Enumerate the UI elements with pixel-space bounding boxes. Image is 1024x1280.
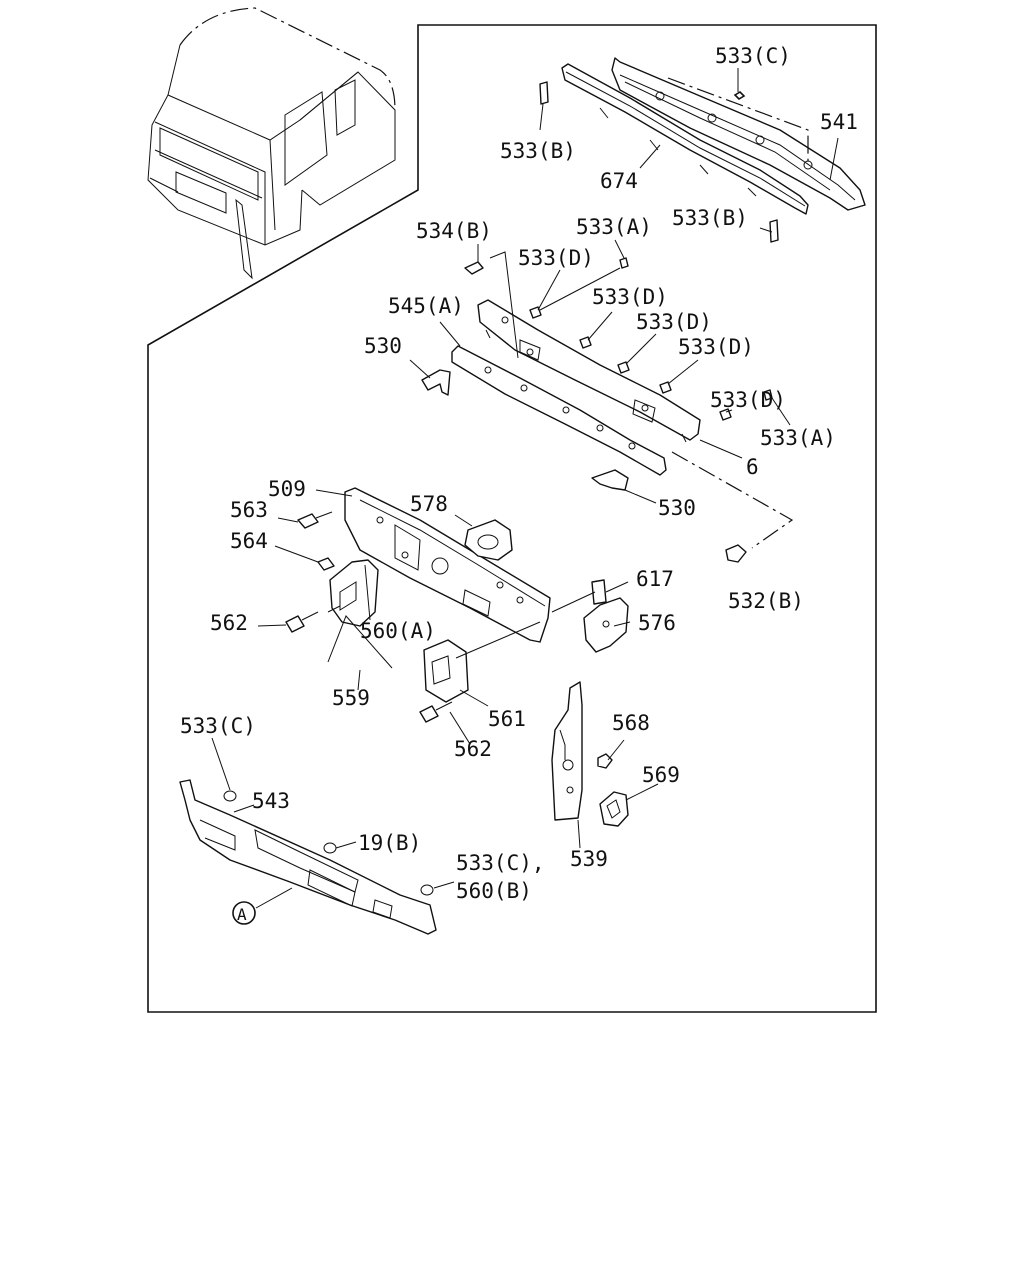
label-530-right: 530 [658, 496, 696, 520]
label-530-left: 530 [364, 334, 402, 358]
label-562-left: 562 [210, 611, 248, 635]
label-578: 578 [410, 492, 448, 516]
label-560a: 560(A) [360, 619, 436, 643]
reference-marker-a [232, 901, 256, 925]
label-533c-left: 533(C) [180, 714, 256, 738]
label-563: 563 [230, 498, 268, 522]
label-533c-560b-line2: 560(B) [456, 879, 532, 903]
part-617-576-bracket [583, 579, 629, 653]
leader-lines [211, 68, 839, 909]
label-559: 559 [332, 686, 370, 710]
label-6: 6 [746, 455, 759, 479]
label-543: 543 [252, 789, 290, 813]
truck-cab-illustration [147, 7, 396, 280]
part-530-clip-right [591, 469, 629, 491]
label-533d-3: 533(D) [636, 310, 712, 334]
label-561: 561 [488, 707, 526, 731]
part-545a-molding [451, 345, 667, 476]
label-562-bottom: 562 [454, 737, 492, 761]
part-labels: 533(C) 541 533(B) 674 533(B) 534(B) 533(… [180, 44, 858, 924]
label-569: 569 [642, 763, 680, 787]
part-568-569 [597, 753, 629, 827]
label-19b: 19(B) [358, 831, 421, 855]
label-539: 539 [570, 847, 608, 871]
label-674: 674 [600, 169, 638, 193]
label-541: 541 [820, 110, 858, 134]
label-532b: 532(B) [728, 589, 804, 613]
part-6-bracket [477, 299, 701, 443]
label-533b-right: 533(B) [672, 206, 748, 230]
label-533c-560b-line1: 533(C), [456, 851, 545, 875]
part-674-strip [539, 63, 809, 243]
label-533a-right: 533(A) [760, 426, 836, 450]
label-533b-left: 533(B) [500, 139, 576, 163]
part-543-lower-panel [179, 779, 437, 935]
label-533d-5: 533(D) [710, 388, 786, 412]
part-560a-module [329, 559, 379, 627]
label-568: 568 [612, 711, 650, 735]
label-533d-4: 533(D) [678, 335, 754, 359]
label-533d-1: 533(D) [518, 246, 594, 270]
diagram-frame [147, 24, 877, 1013]
label-533d-2: 533(D) [592, 285, 668, 309]
part-541-upper-panel [611, 57, 866, 211]
part-539-pillar [551, 681, 583, 821]
label-564: 564 [230, 529, 268, 553]
label-545a: 545(A) [388, 294, 464, 318]
part-530-clip-left [421, 369, 451, 396]
label-533c-top: 533(C) [715, 44, 791, 68]
label-617: 617 [636, 567, 674, 591]
part-561-plate [423, 639, 469, 703]
part-578-bracket [464, 519, 513, 561]
bolts-left-group [285, 511, 453, 723]
label-509: 509 [268, 477, 306, 501]
small-fasteners-upper [464, 257, 773, 563]
label-reference-a: A [237, 905, 247, 924]
label-576: 576 [638, 611, 676, 635]
label-533a-top: 533(A) [576, 215, 652, 239]
part-509-main-panel [344, 487, 551, 643]
label-534b: 534(B) [416, 219, 492, 243]
